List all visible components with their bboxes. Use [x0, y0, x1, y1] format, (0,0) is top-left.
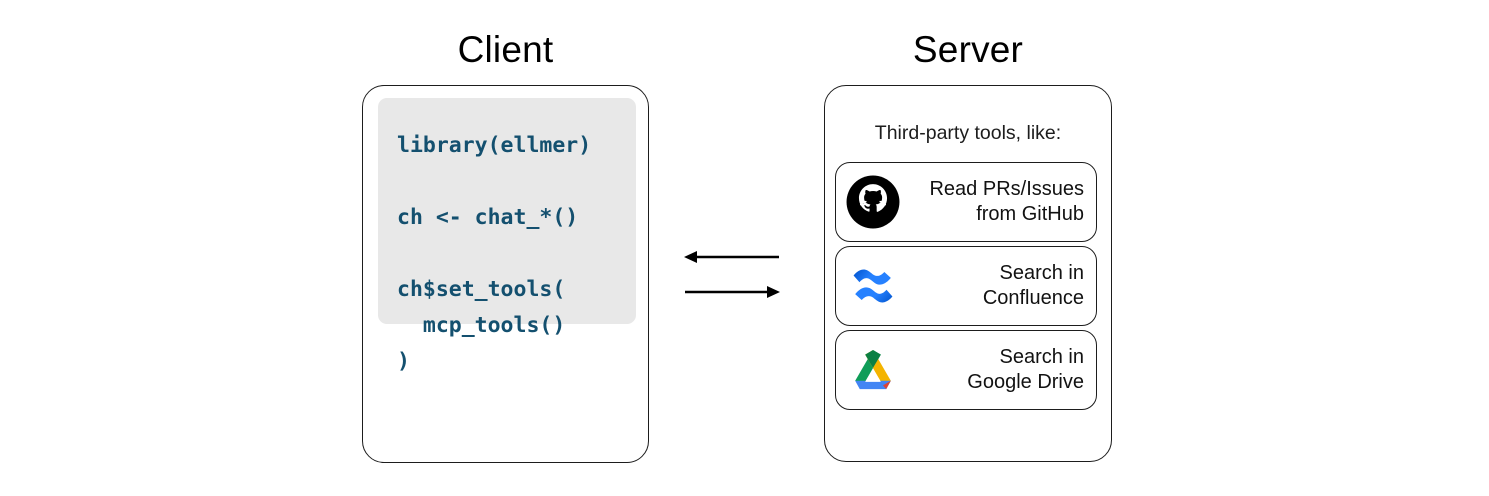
tool-label-confluence-line2: Confluence	[982, 287, 1084, 309]
tool-card-google-drive[interactable]: Search in Google Drive	[835, 330, 1097, 410]
server-panel: Third-party tools, like: Read PRs/Issues…	[824, 85, 1112, 462]
tool-label-confluence-line1: Search in	[999, 262, 1085, 284]
tool-label-github-line1: Read PRs/Issues	[929, 178, 1084, 200]
confluence-icon	[853, 269, 893, 303]
github-icon	[846, 175, 900, 229]
arrow-group	[684, 251, 780, 298]
client-panel: library(ellmer) ch <- chat_*() ch$set_to…	[362, 85, 649, 463]
code-snippet: library(ellmer) ch <- chat_*() ch$set_to…	[397, 133, 592, 374]
third-party-tools-caption: Third-party tools, like:	[874, 122, 1062, 144]
arrow-client-to-server	[685, 286, 780, 298]
tool-label-github-line2: from GitHub	[976, 203, 1084, 225]
tool-card-github[interactable]: Read PRs/Issues from GitHub	[835, 162, 1097, 242]
server-heading: Server	[912, 29, 1024, 70]
tool-list: Read PRs/Issues from GitHub	[835, 162, 1097, 414]
tool-label-google-drive-line2: Google Drive	[967, 371, 1084, 393]
google-drive-icon	[855, 350, 891, 390]
client-heading: Client	[457, 29, 554, 70]
tool-label-google-drive: Search in Google Drive	[900, 345, 1084, 395]
tool-card-confluence[interactable]: Search in Confluence	[835, 246, 1097, 326]
code-block: library(ellmer) ch <- chat_*() ch$set_to…	[378, 98, 636, 374]
arrow-server-to-client	[684, 251, 779, 263]
tool-label-github: Read PRs/Issues from GitHub	[900, 177, 1084, 227]
tool-label-google-drive-line1: Search in	[999, 346, 1085, 368]
tool-label-confluence: Search in Confluence	[900, 261, 1084, 311]
